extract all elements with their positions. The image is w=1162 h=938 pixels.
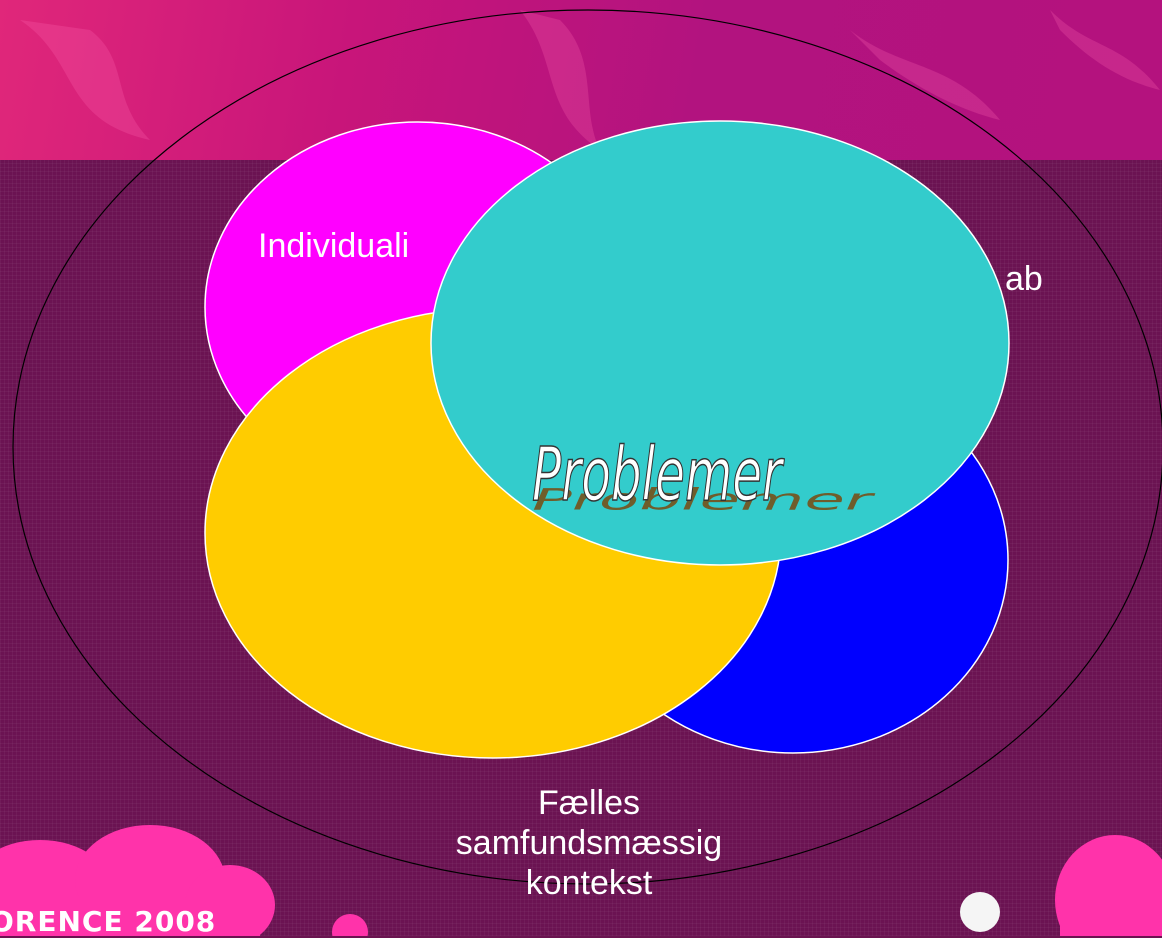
footer-conference-text: ORENCE 2008	[0, 905, 217, 938]
footer-cloud-left	[0, 825, 275, 936]
faelles-kontekst-line-2: samfundsmæssig	[455, 824, 723, 862]
header-banner	[0, 0, 1162, 160]
banner-swirl-decoration	[20, 10, 1160, 150]
faellesskab-label-partial: ab	[1005, 260, 1043, 298]
footer-cloud-right	[1055, 835, 1162, 936]
problemer-shadow-text: Problemer	[532, 483, 876, 517]
circle-problemer	[430, 120, 1010, 566]
faelles-kontekst-label: Fælles samfundsmæssig kontekst	[384, 783, 794, 903]
faelles-kontekst-line-1: Fælles	[537, 784, 641, 822]
faelles-kontekst-line-3: kontekst	[525, 864, 653, 902]
problemer-label: Problemer	[532, 432, 785, 518]
individualitet-label: Individuali	[258, 227, 410, 265]
outer-context-ellipse	[12, 9, 1162, 885]
footer-dot-small	[332, 914, 368, 936]
footer-dot-white	[960, 892, 1000, 932]
